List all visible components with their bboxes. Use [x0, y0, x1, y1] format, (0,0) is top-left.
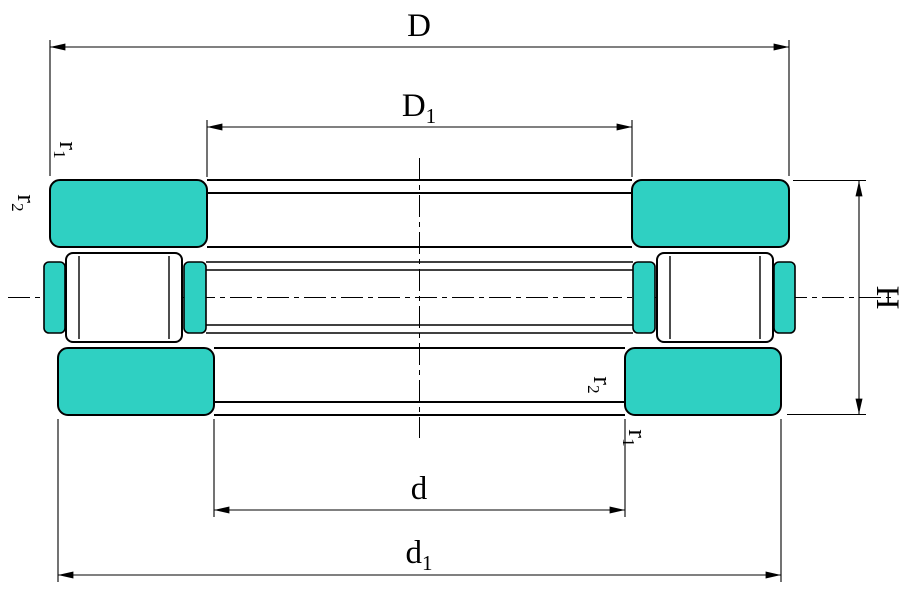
- right-outer-cage-section: [773, 261, 796, 334]
- right-roller: [656, 252, 774, 343]
- radius-label-r2-top-left: r2: [8, 194, 41, 211]
- dimension-label-d1: d1: [406, 535, 433, 575]
- radius-label-r1-bottom-right: r1: [619, 429, 652, 446]
- washer-profile-lines: [207, 179, 632, 416]
- rollers: [65, 252, 774, 343]
- top-right-ring-section: [631, 179, 790, 248]
- cage-sections: [43, 261, 796, 334]
- cage-profile-lines: [206, 261, 633, 334]
- radius-label-r1-top-left: r1: [50, 141, 83, 158]
- right-inner-cage-section: [632, 261, 656, 334]
- left-inner-cage-section: [183, 261, 207, 334]
- radius-labels: r1 r2 r2 r1: [8, 141, 652, 446]
- dimension-label-D: D: [407, 8, 431, 44]
- bottom-left-ring-section: [57, 347, 215, 416]
- dimension-d: d: [213, 419, 626, 517]
- radius-label-r2-bottom-right: r2: [584, 376, 617, 393]
- bearing-body: [43, 179, 796, 416]
- centerlines: [8, 158, 893, 438]
- dimension-D: D: [49, 8, 790, 176]
- dimension-label-H: H: [869, 286, 900, 310]
- ring-sections: [49, 179, 790, 416]
- dimension-d1: d1: [57, 419, 782, 582]
- dimensions: D D1 H d d1 r1 r2: [8, 8, 900, 582]
- left-outer-cage-section: [43, 261, 66, 334]
- dimension-D1: D1: [206, 88, 633, 177]
- top-left-ring-section: [49, 179, 208, 248]
- bottom-right-ring-section: [624, 347, 782, 416]
- dimension-label-D1: D1: [402, 88, 436, 128]
- left-roller: [65, 252, 183, 343]
- dimension-H: H: [787, 179, 900, 416]
- dimension-label-d: d: [411, 471, 428, 507]
